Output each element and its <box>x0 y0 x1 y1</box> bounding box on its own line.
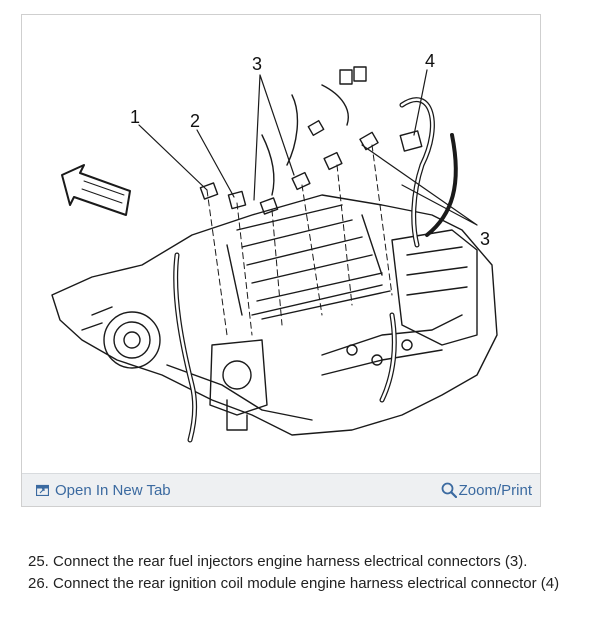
open-in-new-tab-link[interactable]: Open In New Tab <box>36 481 171 499</box>
callout-1: 1 <box>130 107 140 127</box>
instruction-steps: 25. Connect the rear fuel injectors engi… <box>28 551 608 595</box>
zoom-print-link[interactable]: Zoom/Print <box>441 481 532 499</box>
open-new-tab-icon <box>36 484 49 496</box>
figure-panel: 1 2 3 3 4 Open In New Tab Zoom/Print <box>21 14 541 507</box>
step-25: 25. Connect the rear fuel injectors engi… <box>28 553 528 570</box>
callout-3-right: 3 <box>480 229 490 249</box>
callout-2: 2 <box>190 111 200 131</box>
callout-3-top: 3 <box>252 54 262 74</box>
magnifier-icon <box>441 482 457 498</box>
engine-harness-illustration: 1 2 3 3 4 <box>51 51 498 443</box>
callout-4: 4 <box>425 51 435 71</box>
step-26: 26. Connect the rear ignition coil modul… <box>28 575 560 592</box>
figure-toolbar: Open In New Tab Zoom/Print <box>22 473 540 506</box>
open-in-new-tab-label: Open In New Tab <box>55 481 171 499</box>
zoom-print-label: Zoom/Print <box>458 481 532 499</box>
